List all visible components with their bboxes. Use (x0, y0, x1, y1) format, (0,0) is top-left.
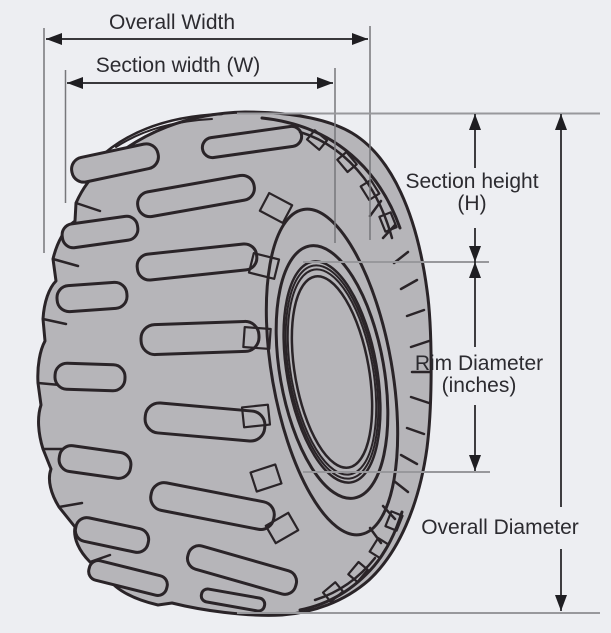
rim-diameter-label: Rim Diameter (inches) (415, 353, 543, 397)
extension-lines-horizontal (237, 112, 600, 614)
extension-lines-vertical (43, 26, 371, 253)
tread-slots-left (53, 142, 267, 613)
section-width-label: Section width (W) (95, 54, 261, 77)
rim-diameter-dimension (469, 262, 481, 471)
tire-body (36, 110, 433, 617)
tread-slots-mid (135, 124, 304, 596)
section-height-dimension (469, 114, 481, 262)
far-shoulder-arc-inner (115, 118, 213, 148)
section-height-label-line1: Section height (405, 170, 539, 193)
section-width-dimension (67, 77, 333, 89)
overall-diameter-label: Overall Diameter (421, 516, 579, 539)
shoulder-bands-bottom (298, 510, 404, 612)
sidewall-hatch-marks (368, 199, 432, 545)
rim-diameter-label-line2: (inches) (441, 374, 517, 397)
rim-rings (264, 207, 400, 537)
overall-diameter-dimension (555, 114, 567, 611)
shoulder-lug-diamonds (240, 191, 300, 545)
dimension-layer (43, 26, 600, 614)
section-height-label: Section height (H) (405, 171, 538, 215)
overall-width-dimension (46, 33, 368, 45)
rim-diameter-label-line1: Rim Diameter (414, 352, 544, 375)
section-height-label-line2: (H) (457, 192, 487, 215)
left-edge-groove-ticks (36, 201, 112, 564)
overall-width-label: Overall Width (108, 11, 236, 34)
